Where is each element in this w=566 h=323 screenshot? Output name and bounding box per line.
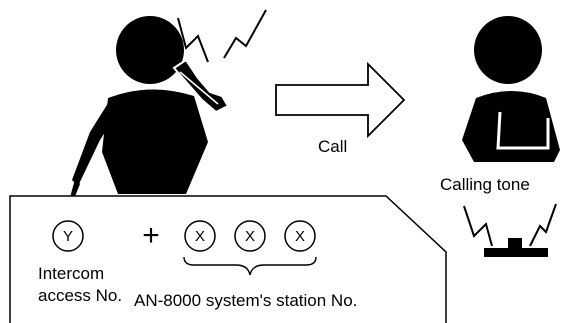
- receiver-head: [474, 16, 542, 84]
- station-key-label: X: [245, 228, 255, 245]
- lightning-sound-icon: [177, 17, 209, 63]
- station-key: X: [234, 220, 266, 252]
- call-label: Call: [318, 137, 347, 156]
- call-arrow: [275, 61, 406, 139]
- station-label: AN-8000 system's station No.: [134, 291, 357, 310]
- receiver-arm: [496, 111, 550, 150]
- speaker-base-icon: [484, 238, 548, 257]
- intercom-key: Y: [52, 220, 84, 252]
- plus-sign: +: [142, 219, 160, 252]
- pointing-finger-icon: [70, 176, 80, 199]
- caller-figure: [70, 9, 267, 199]
- receiver-figure: [462, 16, 560, 162]
- dial-sequence-panel: [9, 195, 447, 323]
- intercom-label-line2: access No.: [38, 286, 122, 305]
- receiver-body: [462, 91, 560, 162]
- intercom-label-line1: Intercom: [38, 264, 104, 283]
- station-key: X: [284, 220, 316, 252]
- lightning-sound-icon: [463, 205, 493, 247]
- station-key: X: [184, 220, 216, 252]
- handset-icon: [172, 58, 230, 114]
- caller-left-arm: [72, 100, 118, 186]
- calling-tone-label: Calling tone: [440, 175, 530, 194]
- lightning-sound-icon: [529, 203, 557, 247]
- caller-head: [116, 16, 184, 84]
- intercom-key-label: Y: [63, 228, 73, 245]
- station-brace: [183, 256, 317, 276]
- station-key-label: X: [195, 228, 205, 245]
- lightning-sound-icon: [223, 9, 267, 59]
- station-key-label: X: [295, 228, 305, 245]
- caller-right-arm: [172, 100, 204, 154]
